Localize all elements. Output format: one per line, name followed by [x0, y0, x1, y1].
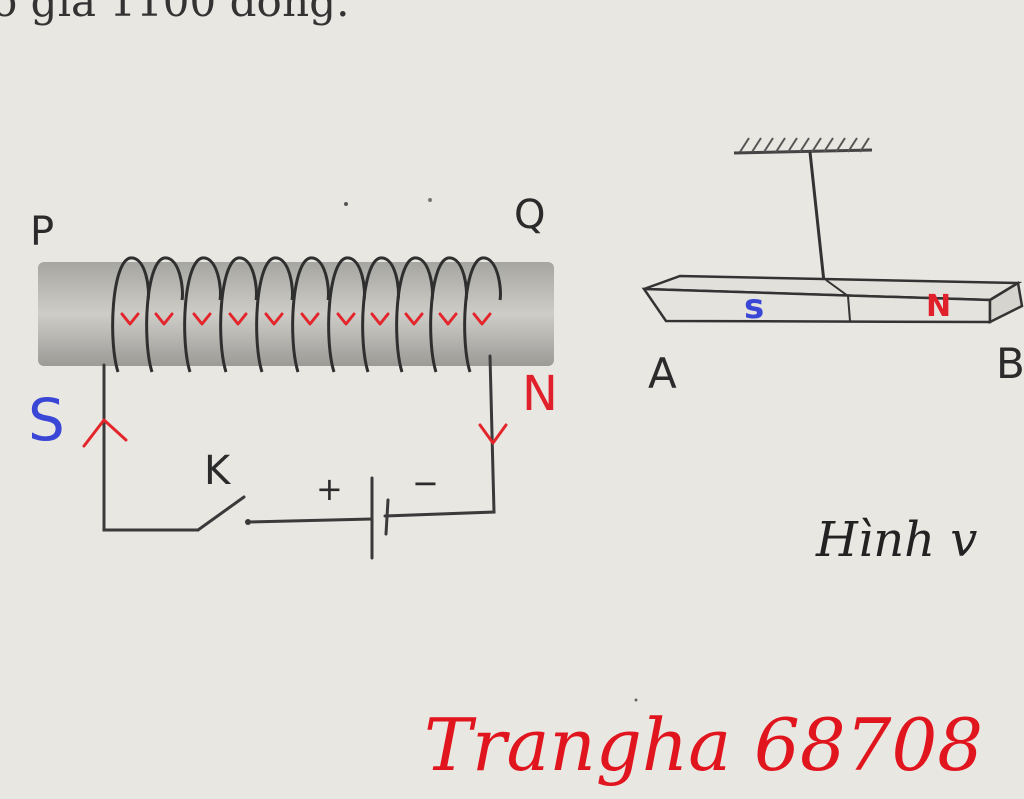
coil-current-arrow	[300, 312, 320, 326]
coil-current-arrow	[154, 312, 174, 326]
magnet-pole-left: s	[744, 287, 764, 327]
figure-caption: Hình v	[815, 512, 977, 568]
magnet-pole-right: N	[926, 289, 951, 324]
circuit-wire	[246, 517, 374, 524]
bar-magnet-divider	[847, 295, 851, 322]
battery-plus-label: +	[316, 470, 343, 508]
ceiling-hatch-mark	[763, 137, 774, 153]
coil-turn	[429, 256, 468, 373]
ceiling-hatch-mark	[859, 137, 870, 153]
current-arrow-down	[478, 423, 508, 445]
battery-minus-label: −	[412, 464, 439, 502]
switch-label: K	[204, 448, 232, 494]
ceiling-hatch-mark	[811, 137, 822, 153]
suspension-thread	[808, 151, 826, 283]
ceiling-hatch-mark	[775, 137, 786, 153]
solenoid-end-label-p: P	[30, 209, 54, 255]
bar-magnet-divider	[825, 279, 849, 297]
solenoid-core	[38, 262, 554, 366]
ceiling-hatch-mark	[799, 137, 810, 153]
coil-current-arrow	[404, 312, 424, 326]
solenoid-pole-right: N	[522, 366, 558, 422]
coil-turn	[291, 256, 330, 373]
ceiling-hatch-mark	[847, 137, 858, 153]
ceiling-hatch-mark	[823, 137, 834, 153]
coil-turn	[145, 256, 184, 373]
magnet-end-label-a: A	[648, 349, 677, 398]
coil-turn	[255, 256, 294, 373]
bar-magnet-end	[988, 280, 1024, 325]
coil-current-arrow	[228, 312, 248, 326]
solenoid-coil	[111, 256, 502, 373]
battery-short-plate	[384, 498, 390, 536]
ceiling-hatch-mark	[739, 137, 750, 153]
switch	[196, 495, 246, 532]
solenoid-pole-left: S	[28, 386, 65, 454]
paper-speck	[428, 198, 432, 202]
ceiling-hatch-mark	[787, 137, 798, 153]
circuit-wire	[102, 363, 200, 532]
coil-current-arrow	[370, 312, 390, 326]
circuit-wire	[383, 354, 496, 518]
coil-turn	[463, 256, 502, 373]
watermark: Trangha 68708	[424, 703, 983, 787]
coil-turn	[327, 256, 366, 373]
paper-speck	[634, 698, 638, 702]
coil-turn	[219, 256, 258, 373]
current-arrow-up	[82, 418, 128, 448]
solenoid-figure: P Q K + − S N	[28, 192, 558, 560]
ceiling-hatch	[739, 137, 870, 153]
coil-turn	[183, 256, 222, 373]
coil-current-arrow	[336, 312, 356, 326]
paper-speck	[344, 202, 348, 206]
magnet-end-label-b: B	[996, 339, 1024, 388]
coil-current-arrow	[438, 312, 458, 326]
solenoid-end-label-q: Q	[514, 192, 545, 238]
current-arrows	[120, 312, 492, 326]
coil-current-arrow	[264, 312, 284, 326]
coil-current-arrow	[472, 312, 492, 326]
magnet-figure: s N A B	[641, 137, 1024, 398]
switch-contact	[245, 519, 251, 525]
coil-current-arrow	[120, 312, 140, 326]
coil-turn	[395, 256, 434, 373]
header-text: ó giá 1100 đồng.	[0, 0, 349, 26]
coil-turn	[111, 256, 150, 373]
ceiling	[733, 148, 873, 155]
coil-turn	[361, 256, 400, 373]
coil-current-arrow	[192, 312, 212, 326]
ceiling-hatch-mark	[835, 137, 846, 153]
ceiling-hatch-mark	[751, 137, 762, 153]
